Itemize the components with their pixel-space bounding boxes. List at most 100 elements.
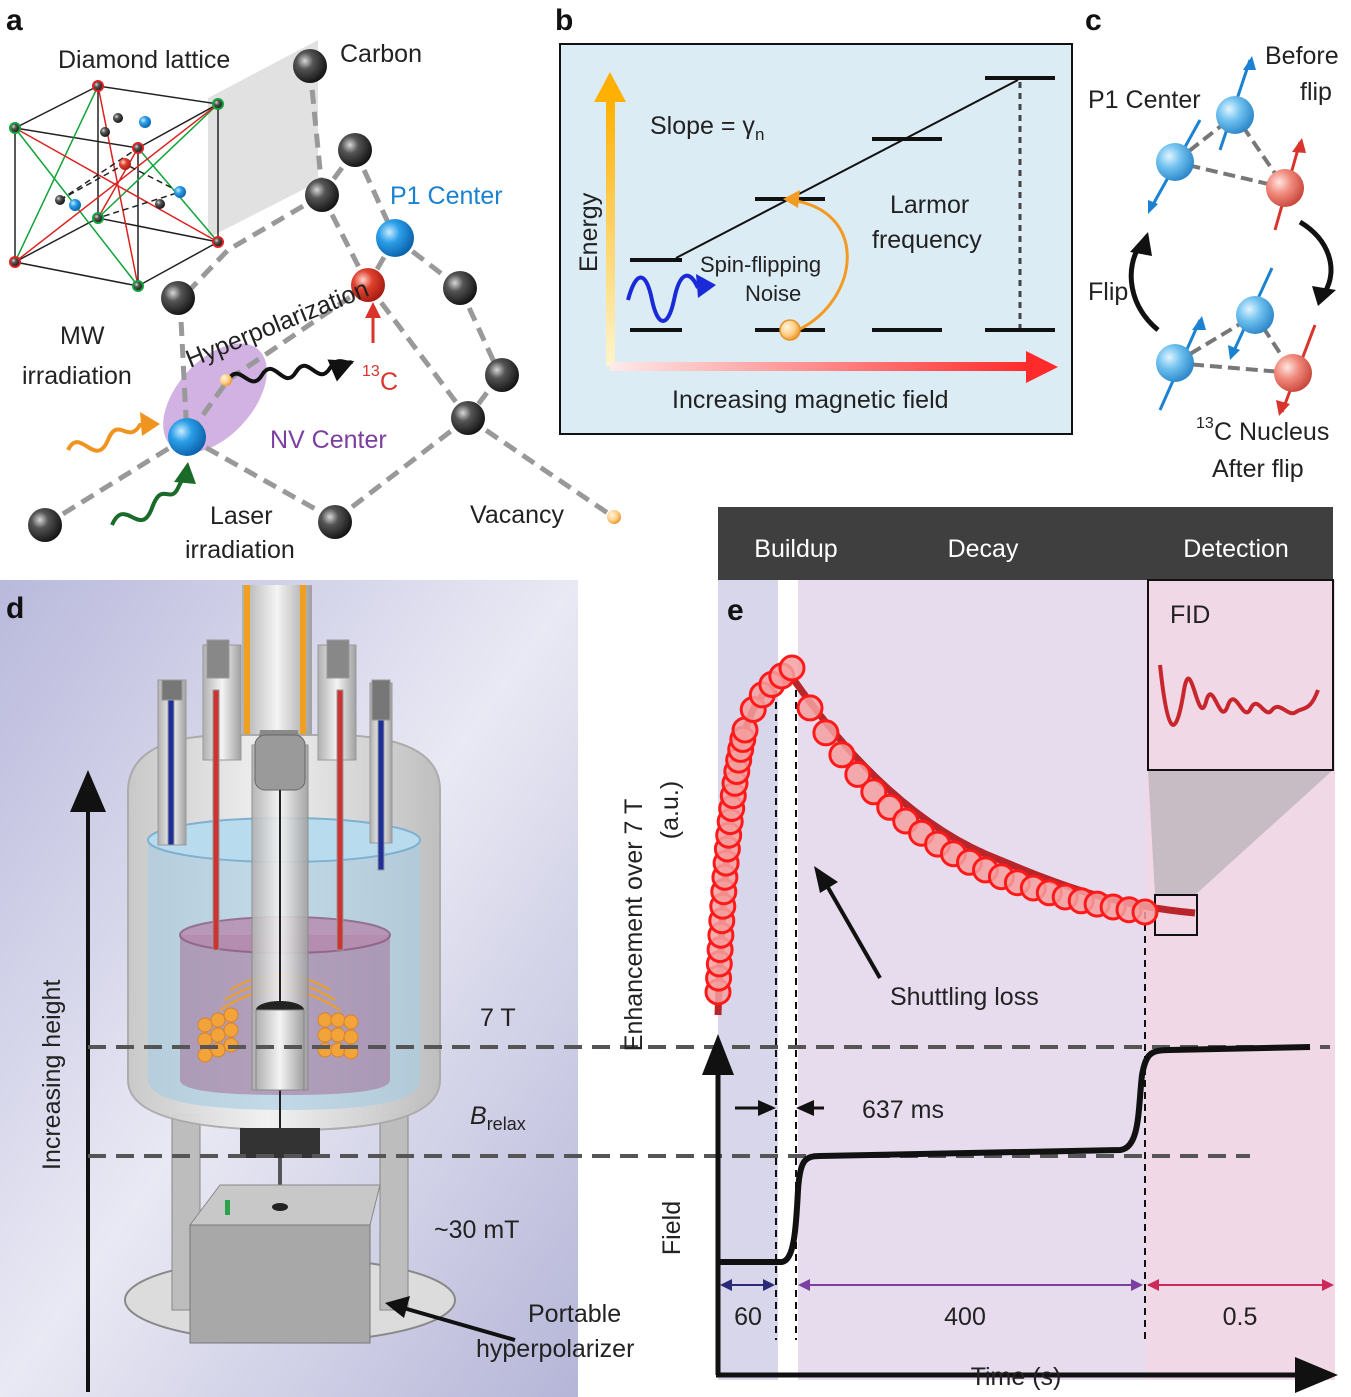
shuttling-loss-pointer	[824, 883, 882, 979]
p1-center-label-c: P1 Center	[1088, 86, 1201, 114]
decay-region	[798, 580, 1146, 1380]
e-y-axis-head	[702, 1034, 734, 1075]
lattice-atoms	[9, 80, 224, 292]
mw-wave	[66, 422, 151, 453]
nv-center-label: NV Center	[270, 426, 387, 454]
shuttling-loss-pointer-head	[814, 866, 838, 893]
field-profile-curve	[720, 1044, 1311, 1265]
mw-arrow-head	[140, 412, 160, 436]
after-flip-label: After flip	[1212, 455, 1304, 483]
diamond-lattice-cube	[12, 40, 318, 287]
enhancement-data-point	[1131, 898, 1159, 926]
enhancement-label-line1: Enhancement over 7 T	[620, 799, 648, 1051]
spin-noise-label-line1: Spin-flipping	[700, 252, 821, 277]
c13-pointer-head	[365, 302, 381, 318]
carbon-atoms	[28, 49, 519, 542]
e-x-axis-head	[1295, 1357, 1338, 1393]
duration-05-head-right	[1322, 1279, 1334, 1291]
panel-d-letter: d	[6, 592, 24, 625]
duration-400-head-left	[798, 1279, 810, 1291]
b-relax-label: Brelax	[470, 1102, 526, 1134]
mw-label-line1: MW	[60, 322, 105, 350]
larmor-label-line2: frequency	[872, 226, 982, 254]
field-axis-label-e: Field	[658, 1201, 686, 1255]
slope-line	[675, 79, 1019, 259]
enhancement-data-point	[796, 694, 824, 722]
before-flip-label-line2: flip	[1300, 78, 1332, 106]
diamond-lattice-label: Diamond lattice	[58, 46, 230, 74]
phase-decay-label: Decay	[948, 535, 1019, 563]
p1-center-atom	[376, 219, 414, 257]
duration-60-head-right	[763, 1279, 775, 1291]
slope-label: Slope = γn	[650, 112, 764, 144]
duration-05-label: 0.5	[1223, 1303, 1258, 1331]
before-flip-triangle	[1148, 56, 1306, 231]
field-axis-head	[1026, 351, 1058, 383]
carbon-label: Carbon	[340, 40, 422, 68]
enhancement-data-point	[828, 741, 856, 769]
enhancement-data-point	[860, 778, 888, 806]
nucleus-label-sup: 13	[1196, 415, 1214, 432]
laser-wave	[110, 477, 185, 526]
flip-arrow-right-head	[1312, 286, 1336, 306]
panel-c-letter: c	[1085, 4, 1102, 37]
shuttle-marker-left-head	[758, 1100, 776, 1116]
duration-400-head-right	[1131, 1279, 1143, 1291]
enhancement-data-point	[812, 719, 840, 747]
duration-400-label: 400	[944, 1303, 986, 1331]
shuttling-loss-label: Shuttling loss	[890, 983, 1039, 1011]
nv-nitrogen-atom	[168, 418, 206, 456]
portable-pointer	[399, 1305, 516, 1342]
laser-arrow-head	[174, 462, 196, 484]
enhancement-data-point	[844, 760, 872, 788]
after-flip-triangle	[1156, 267, 1317, 416]
noise-transition-curve	[789, 198, 849, 332]
portable-pointer-head	[385, 1296, 410, 1318]
field-axis-label: Increasing magnetic field	[672, 386, 949, 414]
energy-label: Energy	[575, 192, 603, 272]
energy-axis	[606, 98, 615, 366]
phase-buildup-label: Buildup	[754, 535, 837, 563]
duration-60-label: 60	[734, 1303, 762, 1331]
shuttle-marker-right-head	[796, 1100, 814, 1116]
c13-label-sup: 13	[362, 363, 380, 380]
laser-label-line2: irradiation	[185, 536, 295, 564]
flip-arrow-right	[1298, 219, 1334, 294]
panel-b-letter: b	[555, 4, 573, 37]
noise-transition-head	[783, 190, 800, 208]
flip-label: Flip	[1088, 278, 1128, 306]
enhancement-data-point	[778, 654, 806, 682]
nv-vacancy-dot	[220, 374, 232, 386]
field-7t-label: 7 T	[480, 1004, 516, 1032]
shuttle-time-label: 637 ms	[862, 1096, 944, 1124]
portable-label-line2: hyperpolarizer	[476, 1335, 634, 1363]
enhancement-label-line2: (a.u.)	[656, 781, 684, 839]
laser-label-line1: Laser	[210, 502, 273, 530]
phase-header-bar	[718, 507, 1333, 580]
fid-label: FID	[1170, 601, 1210, 629]
panel-e-letter: e	[727, 594, 744, 627]
vacancy-label: Vacancy	[470, 501, 565, 529]
phase-detection-label: Detection	[1183, 535, 1289, 563]
c13-label: C	[380, 368, 398, 396]
duration-05-head-left	[1147, 1279, 1159, 1291]
hyperpolarization-label: Hyperpolarization	[182, 275, 373, 374]
spin-state-ball	[779, 319, 801, 341]
energy-axis-head	[594, 72, 626, 102]
panel-a-letter: a	[6, 4, 23, 37]
nucleus-label: C Nucleus	[1214, 418, 1329, 446]
fid-inset	[1147, 579, 1334, 771]
noise-wave	[626, 273, 700, 323]
before-flip-label-line1: Before	[1265, 42, 1339, 70]
height-axis-head	[70, 770, 106, 812]
hyperpolarization-wave	[226, 359, 355, 384]
enhancement-data-points	[704, 654, 1159, 1006]
shuttle-region	[778, 580, 798, 1380]
c13-atom	[351, 268, 385, 302]
duration-60-head-left	[720, 1279, 732, 1291]
panel-b-frame	[559, 43, 1073, 435]
increasing-height-label: Increasing height	[38, 980, 66, 1170]
flip-arrow-left-head	[1130, 232, 1152, 256]
fid-zoom-wedge	[1148, 770, 1333, 895]
